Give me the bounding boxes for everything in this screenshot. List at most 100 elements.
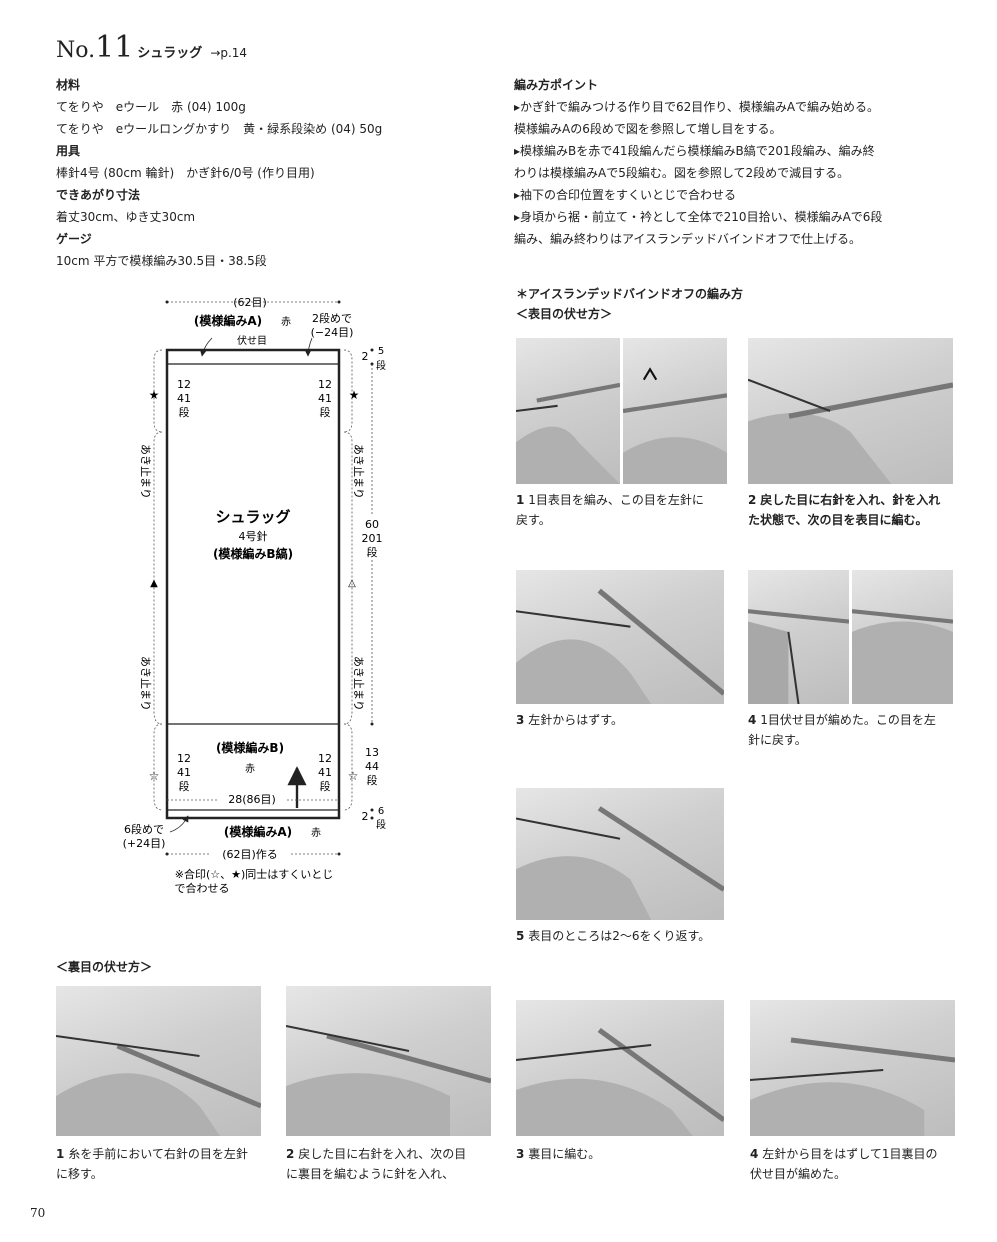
stop-label: あき止まり: [139, 444, 152, 499]
right-mid-dim: 201: [362, 532, 383, 545]
purl-step-3-photo: [516, 1000, 724, 1136]
knit-step-3-caption: 3 左針からはずす。: [516, 710, 623, 730]
dim-dot: [337, 300, 341, 304]
right-top-rows: 段: [320, 405, 331, 419]
stop-label: あき止まり: [139, 656, 152, 711]
left-top-bracket: [153, 349, 163, 433]
points-line: 模様編みAの6段めで図を参照して増し目をする。: [514, 122, 782, 136]
step-number: 5: [516, 929, 525, 943]
points-heading: 編み方ポイント: [514, 78, 599, 92]
knit-step-1-photo-b: [623, 338, 727, 484]
open-star-mark: ☆: [149, 769, 160, 783]
stop-label: あき止まり: [352, 444, 365, 499]
right-top-rows: 41: [318, 392, 332, 405]
purl-step-1-caption: 1 糸を手前において右針の目を左針に移す。: [56, 1144, 248, 1184]
knit-step-2-photo: [748, 338, 953, 484]
right-bot-rows: 段: [320, 779, 331, 793]
dim-dot: [370, 348, 374, 352]
caption-line: 左針からはずす。: [528, 713, 623, 727]
tools-heading: 用具: [56, 144, 81, 158]
knit-step-1-caption: 1 1目表目を編み、この目を左針に戻す。: [516, 490, 704, 530]
open-tri-mark: △: [348, 578, 356, 589]
points-line: ▸袖下の合印位置をすくいとじで合わせる: [514, 188, 737, 202]
purl-step-2-photo: [286, 986, 491, 1136]
star-mark: ★: [349, 388, 360, 402]
step-number: 1: [516, 493, 525, 507]
knit-step-3-photo: [516, 570, 724, 704]
bottom-pattern-b: (模様編みB): [216, 740, 284, 755]
left-top-rows: 41: [177, 392, 191, 405]
right-top-rows: 12: [318, 378, 332, 391]
top-color-label: 赤: [281, 316, 291, 328]
caption-line: に移す。: [56, 1167, 103, 1181]
body-outline: [165, 348, 341, 820]
knit-step-4-photo-a: [748, 570, 849, 704]
purl-step-3-caption: 3 裏目に編む。: [516, 1144, 600, 1164]
purl-heading: ＜裏目の伏せ方＞: [56, 960, 153, 974]
title-page-ref: →p.14: [210, 46, 248, 60]
step-number: 3: [516, 713, 525, 727]
ibo-title: ＊アイスランデッドバインドオフの編み方: [516, 287, 744, 301]
bindoff-label: 伏せ目: [237, 334, 267, 347]
bottom-note: (+24目): [123, 837, 166, 850]
caption-line: 戻す。: [516, 513, 551, 527]
right-bot-outer: 13: [365, 746, 379, 759]
right-bot-outer: 段: [367, 773, 378, 787]
caption-line: た状態で、次の目を表目に編む。: [748, 513, 928, 527]
left-mid-bracket: [153, 431, 163, 725]
knit-step-4-caption: 4 1目伏せ目が編めた。この目を左針に戻す。: [748, 710, 936, 750]
dim-dot: [337, 852, 341, 856]
points-line: 編み、編み終わりはアイスランデッドバインドオフで仕上げる。: [514, 232, 862, 246]
right-bot-rows: 41: [318, 766, 332, 779]
top-rows-label: 2: [362, 350, 369, 363]
bot-rows-label: 2: [362, 810, 369, 823]
purl-step-4-photo: [750, 1000, 955, 1136]
step-number: 2: [748, 493, 757, 507]
knit-step-1-photo-a: [516, 338, 620, 484]
right-bot-outer: 44: [365, 760, 379, 773]
dim-dot: [370, 808, 374, 812]
caption-line: 表目のところは2〜6をくり返す。: [528, 929, 711, 943]
top-width-label: (62目): [233, 296, 267, 309]
bot-rows-label: 6: [378, 806, 384, 817]
bindoff-leader: [199, 337, 213, 357]
materials-line: てをりや eウール 赤 (04) 100g: [56, 100, 246, 114]
dim-label-bg: [358, 514, 388, 560]
diagram-note: で合わせる: [175, 881, 230, 895]
gauge-line: 10cm 平方で模様編み30.5目・38.5段: [56, 254, 267, 268]
bottom-color-a: 赤: [311, 827, 321, 839]
stop-label: あき止まり: [352, 656, 365, 711]
points-line: わりは模様編みAで5段編む。図を参照して2段めで減目する。: [514, 166, 850, 180]
materials-line: てをりや eウールロングかすり 黄・緑系段染め (04) 50g: [56, 122, 383, 136]
purl-step-2-caption: 2 戻した目に右針を入れ、次の目に裏目を編むように針を入れ、: [286, 1144, 466, 1184]
dim-dot: [165, 300, 169, 304]
right-mid-dim: 段: [367, 545, 378, 559]
ibo-subtitle: ＜表目の伏せ方＞: [516, 307, 613, 321]
caption-line: 針に戻す。: [748, 733, 807, 747]
bottom-cast-label: (62目)作る: [222, 848, 278, 861]
shrug-diagram: (62目) (模様編みA) 赤 2段めで (−24目) 伏せ目 2 5 段 12…: [123, 296, 388, 895]
dim-dot: [165, 852, 169, 856]
step-number: 3: [516, 1147, 525, 1161]
left-top-rows: 段: [179, 405, 190, 419]
ibo-heading: ＊アイスランデッドバインドオフの編み方 ＜表目の伏せ方＞: [516, 284, 743, 324]
bottom-note: 6段めで: [124, 822, 164, 836]
dim-label-bg: [218, 791, 286, 805]
right-top-bracket: [343, 349, 353, 433]
open-star-mark: ☆: [348, 769, 359, 783]
size-line: 着丈30cm、ゆき丈30cm: [56, 210, 196, 224]
center-name: シュラッグ: [215, 508, 290, 526]
caption-line: 1目表目を編み、この目を左針に: [528, 493, 704, 507]
step-number: 2: [286, 1147, 295, 1161]
top-pattern-label: (模様編みA): [194, 313, 262, 328]
purl-step-4-caption: 4 左針から目をはずして1目裏目の伏せ目が編めた。: [750, 1144, 937, 1184]
right-bot-rows: 12: [318, 752, 332, 765]
center-pattern: (模様編みB縞): [213, 546, 293, 561]
left-top-rows: 12: [177, 378, 191, 391]
knit-step-4-photo-b: [852, 570, 953, 704]
spec-section: 材料 てをりや eウール 赤 (04) 100g てをりや eウールロングかすり…: [56, 74, 496, 272]
tools-line: 棒針4号 (80cm 輪針) かぎ針6/0号 (作り目用): [56, 166, 315, 180]
caption-line: 1目伏せ目が編めた。この目を左: [760, 713, 936, 727]
left-bot-rows: 12: [177, 752, 191, 765]
materials-heading: 材料: [56, 78, 81, 92]
